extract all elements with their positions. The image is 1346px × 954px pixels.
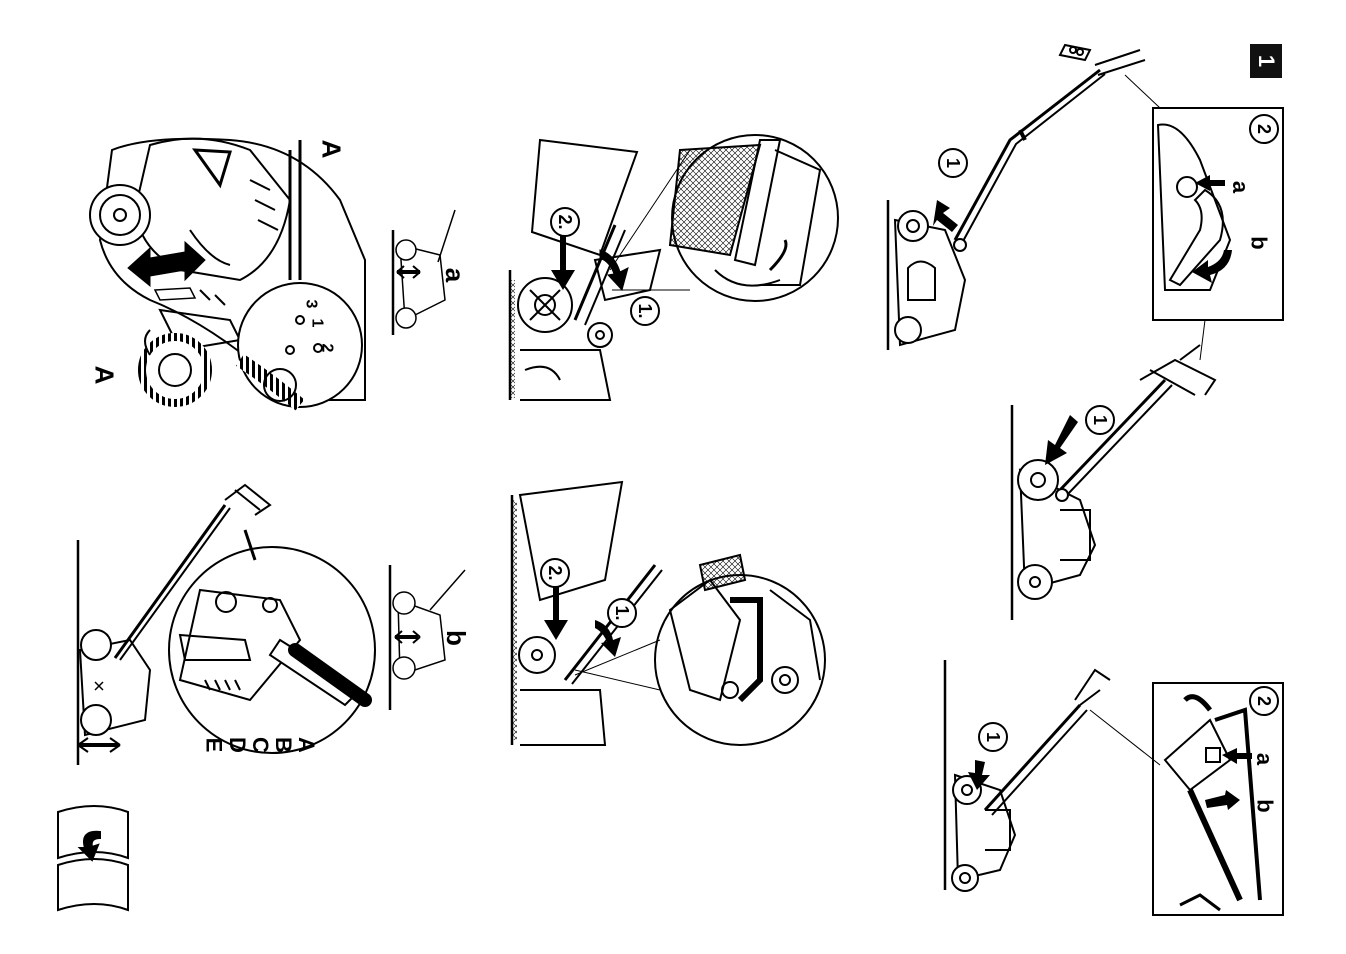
step-2-right-bottom: 2 <box>1249 686 1279 716</box>
label-sub-b: b <box>443 630 469 646</box>
label-a-top: A <box>318 140 344 159</box>
step-1-bottom: 1. <box>607 598 637 628</box>
label-num-3: 3 <box>302 300 318 309</box>
label-right-bottom-b: b <box>1254 799 1276 812</box>
step-1-right-top: 1 <box>938 148 968 178</box>
label-sub-a: a <box>442 268 468 282</box>
step-1-right-bottom: 1 <box>978 722 1008 752</box>
label-a-wheel: A <box>91 366 117 385</box>
label-lever-e: E <box>202 738 224 753</box>
page-number-badge: 1 <box>1250 44 1282 78</box>
step-2-bottom: 2. <box>540 558 570 588</box>
panel-handle-unfold <box>1012 345 1215 620</box>
label-num-1: 1 <box>308 319 324 328</box>
panel-wheel-assembly <box>90 139 365 407</box>
press-arrow-icon-mid <box>1045 415 1078 465</box>
label-right-top-a: a <box>1229 181 1251 193</box>
panel-cable-clamp <box>945 660 1283 915</box>
label-right-top-b: b <box>1248 236 1270 249</box>
adjust-arrow-icon <box>128 242 205 286</box>
label-lever-b: B <box>272 737 294 753</box>
panel-handle-lock <box>888 45 1283 360</box>
step-2-right-top: 2 <box>1249 114 1279 144</box>
step-1-top: 1. <box>630 296 660 326</box>
manual-book-icon <box>58 806 128 910</box>
label-lever-c: C <box>249 737 271 753</box>
panel-grassbag-attach <box>510 135 838 400</box>
label-lever-d: D <box>226 737 248 753</box>
panel-handle-height <box>78 485 375 765</box>
step-2-top: 2. <box>550 207 580 237</box>
label-lever-a: A <box>295 737 317 753</box>
step-1-right-mid: 1 <box>1085 405 1115 435</box>
label-right-bottom-a: a <box>1253 753 1275 765</box>
label-num-2: 2 <box>318 344 334 353</box>
